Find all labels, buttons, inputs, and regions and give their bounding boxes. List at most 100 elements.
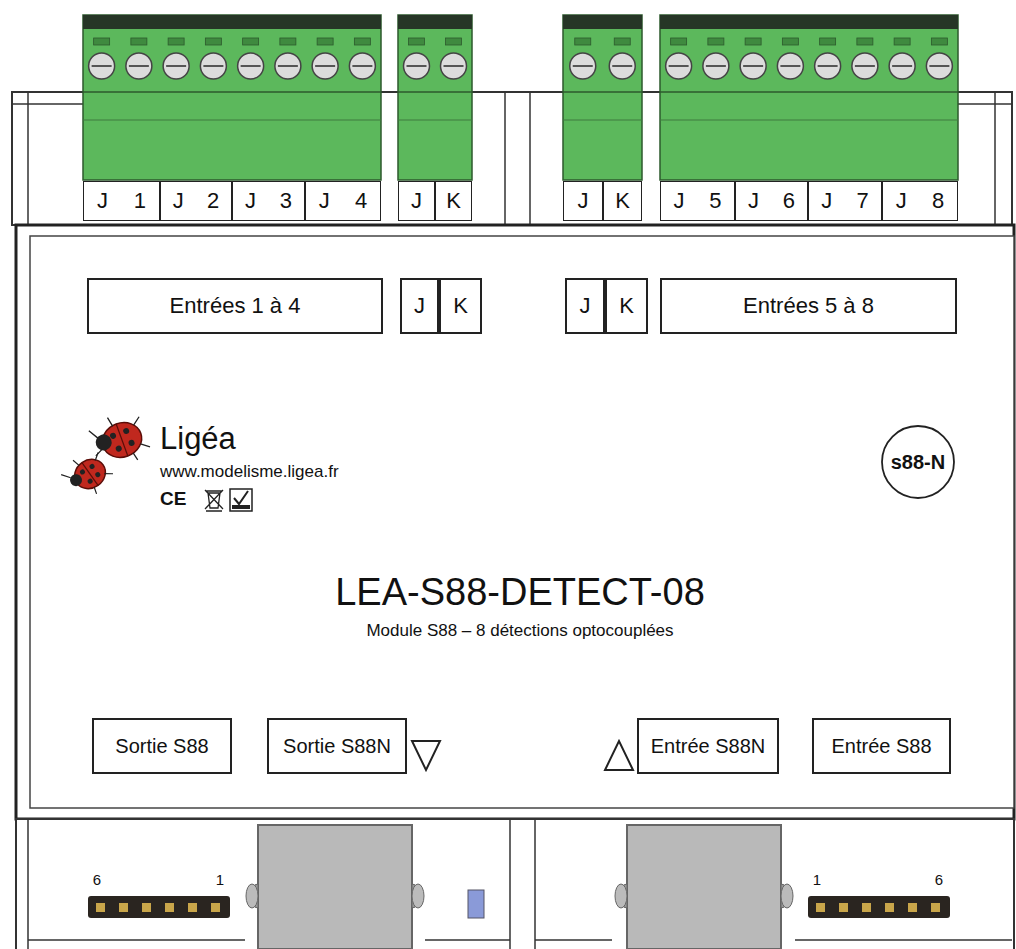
label-box: Sortie S88 [92,718,232,774]
pin-number: 1 [216,872,224,889]
logo-text: Ligéa [160,422,236,456]
label-box: Entrées 1 à 4 [87,278,383,334]
label-text: J [414,294,425,318]
header-pin [142,903,151,912]
ladybug-logo [58,407,152,504]
label-text: Entrées 5 à 8 [743,294,874,318]
logo-text: www.modelisme.ligea.fr [160,463,339,482]
terminal-label: J [398,181,435,221]
terminal-screw [441,53,467,79]
terminal-block [563,15,642,180]
label-text: J [173,189,184,213]
label-text: 8 [932,189,944,213]
label-box: Entrées 5 à 8 [660,278,957,334]
label-text: Entrée S88N [651,735,766,757]
pin-number: 1 [813,872,821,889]
terminal-screw [238,53,264,79]
label-text: 5 [709,189,721,213]
terminal-label: J7 [808,181,882,221]
terminal-label: J5 [660,181,735,221]
terminal-screw [777,53,803,79]
label-box: K [439,278,482,334]
label-text: K [615,189,630,213]
label-box: Entrée S88N [637,718,779,774]
label-box: Entrée S88 [812,718,951,774]
pin-number: 6 [935,872,943,889]
header-pin [119,903,128,912]
label-text: J [97,189,108,213]
terminal-label: J8 [882,181,958,221]
header-pin [908,903,917,912]
terminal-screw [126,53,152,79]
label-text: 6 [783,189,795,213]
terminal-screw [570,53,596,79]
header-pin [862,903,871,912]
terminal-label: J3 [232,181,305,221]
terminal-screw [889,53,915,79]
terminal-label: K [603,181,642,221]
logo-circle: s88-N [880,424,956,500]
header-pin [931,903,940,912]
terminal-screw [349,53,375,79]
terminal-label: J1 [83,181,160,221]
label-text: J [580,294,591,318]
terminal-block [398,15,472,180]
header-pin [96,903,105,912]
terminal-screw [275,53,301,79]
terminal-screw [163,53,189,79]
label-text: Sortie S88N [283,735,391,757]
label-text: s88-N [891,451,945,473]
header-pin [885,903,894,912]
label-text: J [319,189,330,213]
label-text: J [245,189,256,213]
pin-number: 6 [93,872,101,889]
header-pin [165,903,174,912]
label-text: K [619,294,634,318]
label-text: 1 [134,189,146,213]
terminal-block [660,15,958,180]
logo-text: CE [160,489,186,510]
terminal-top [660,15,958,29]
label-box: J [565,278,605,334]
terminal-screw [740,53,766,79]
terminal-top [563,15,642,29]
terminal-block [83,15,381,180]
module-title: LEA-S88-DETECT-08 [0,572,1016,614]
terminal-label: J6 [735,181,808,221]
terminal-label: J [563,181,603,221]
terminal-screw [852,53,878,79]
label-text: Entrées 1 à 4 [170,294,301,318]
terminal-top [83,15,381,29]
label-text: 4 [355,189,367,213]
label-text: 3 [280,189,292,213]
label-box: J [400,278,439,334]
header-pin [211,903,220,912]
terminal-screw [703,53,729,79]
label-text: J [748,189,759,213]
label-text: J [673,189,684,213]
compliance-icons [205,489,252,511]
terminal-label: J2 [160,181,232,221]
terminal-screw [926,53,952,79]
terminal-screw [200,53,226,79]
label-text: J [578,189,589,213]
header-pin [188,903,197,912]
terminal-label: K [435,181,472,221]
header-pin [816,903,825,912]
terminal-screw [312,53,338,79]
module-subtitle: Module S88 – 8 détections optocouplées [366,622,673,641]
label-box: K [605,278,648,334]
terminal-label: J4 [305,181,381,221]
terminal-top [398,15,472,29]
label-text: J [411,189,422,213]
label-text: 7 [857,189,869,213]
label-text: 2 [207,189,219,213]
terminal-screw [404,53,430,79]
header-pin [839,903,848,912]
label-text: J [821,189,832,213]
terminal-screw [89,53,115,79]
terminal-screw [609,53,635,79]
label-text: K [453,294,468,318]
